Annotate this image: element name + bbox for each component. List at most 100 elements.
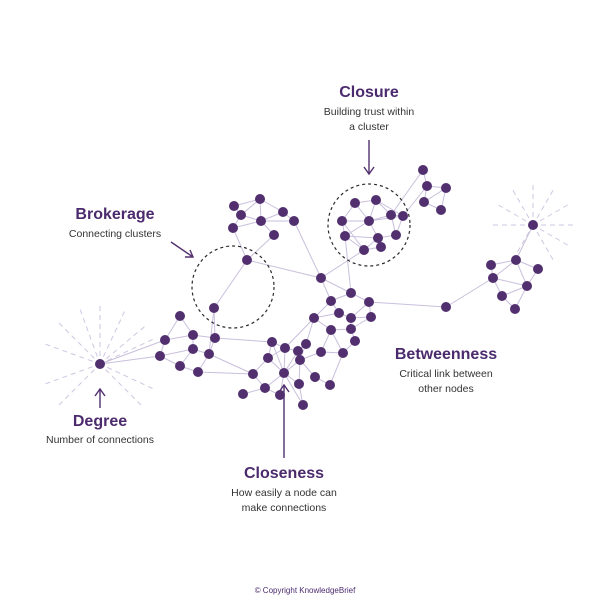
brokerage-arrow — [170, 241, 195, 258]
degree-node — [95, 359, 105, 369]
closeness-arrow — [278, 383, 290, 458]
closure-arrow — [363, 140, 375, 176]
closure-desc-line2: a cluster — [349, 121, 389, 133]
betweenness-desc-line2: other nodes — [418, 383, 473, 395]
network-edge — [293, 220, 322, 279]
network-node — [260, 383, 270, 393]
degree-ray — [58, 369, 95, 406]
network-edge — [341, 220, 365, 251]
network-edge — [214, 337, 273, 343]
network-node — [278, 207, 288, 217]
network-node — [193, 367, 203, 377]
hub-ray — [498, 204, 527, 222]
network-node — [350, 198, 360, 208]
degree-ray — [102, 311, 125, 357]
network-node — [371, 195, 381, 205]
network-node — [391, 230, 401, 240]
network-node — [316, 347, 326, 357]
network-node — [528, 220, 538, 230]
hub-ray — [536, 231, 554, 260]
network-node — [522, 281, 532, 291]
network-node — [346, 324, 356, 334]
network-node — [338, 348, 348, 358]
network-edge — [445, 277, 494, 308]
brokerage-desc: Connecting clusters — [69, 228, 161, 240]
network-node — [263, 353, 273, 363]
closure-desc-line1: Building trust within — [324, 106, 415, 118]
network-edge — [284, 317, 315, 349]
network-node — [160, 335, 170, 345]
hub-ray — [512, 190, 530, 219]
network-node — [279, 368, 289, 378]
network-node — [293, 346, 303, 356]
betweenness-desc-line1: Critical link between — [399, 368, 493, 380]
hub-ray — [539, 204, 568, 222]
network-node — [229, 201, 239, 211]
network-node — [236, 210, 246, 220]
network-node — [188, 330, 198, 340]
network-node — [418, 165, 428, 175]
betweenness-title: Betweenness — [395, 346, 497, 363]
network-node — [346, 313, 356, 323]
network-node — [350, 336, 360, 346]
network-node — [366, 312, 376, 322]
network-node — [364, 297, 374, 307]
degree-ray — [58, 322, 95, 359]
network-node — [510, 304, 520, 314]
network-node — [155, 351, 165, 361]
network-node — [256, 216, 266, 226]
network-node — [316, 273, 326, 283]
closeness-desc-line2: make connections — [242, 502, 327, 514]
degree-ray — [105, 369, 142, 406]
network-edge — [368, 215, 404, 222]
network-node — [209, 303, 219, 313]
network-node — [386, 210, 396, 220]
network-node — [188, 344, 198, 354]
network-edge — [208, 353, 254, 375]
network-node — [289, 216, 299, 226]
network-node — [398, 211, 408, 221]
copyright-text: © Copyright KnowledgeBrief — [255, 586, 356, 595]
hub-ray — [536, 190, 554, 219]
network-node — [301, 339, 311, 349]
network-edge — [515, 224, 534, 261]
network-nodes — [95, 165, 543, 410]
network-edge — [99, 339, 166, 365]
network-node — [204, 349, 214, 359]
network-node — [511, 255, 521, 265]
degree-ray — [79, 309, 98, 357]
network-node — [295, 355, 305, 365]
degree-ray — [105, 326, 145, 360]
network-edge — [208, 307, 215, 355]
brokerage-title: Brokerage — [75, 206, 154, 223]
network-node — [326, 325, 336, 335]
network-edge — [159, 348, 194, 357]
network-node — [242, 255, 252, 265]
network-edge — [390, 169, 424, 216]
network-edge — [213, 307, 216, 339]
network-node — [309, 313, 319, 323]
network-node — [175, 361, 185, 371]
network-node — [325, 380, 335, 390]
network-node — [441, 183, 451, 193]
degree-ray — [45, 366, 93, 385]
network-node — [210, 333, 220, 343]
network-edge — [344, 235, 379, 239]
degree-arrow — [94, 387, 106, 408]
network-node — [359, 245, 369, 255]
network-node — [497, 291, 507, 301]
network-node — [269, 230, 279, 240]
degree-desc: Number of connections — [46, 434, 154, 446]
network-edge — [213, 259, 248, 309]
network-node — [441, 302, 451, 312]
closure-title: Closure — [339, 84, 399, 101]
network-edge — [320, 277, 352, 294]
network-node — [488, 273, 498, 283]
network-edge — [271, 341, 285, 374]
network-edge — [197, 371, 254, 375]
degree-title: Degree — [73, 413, 127, 430]
network-node — [486, 260, 496, 270]
network-node — [334, 308, 344, 318]
network-node — [267, 337, 277, 347]
network-edge — [99, 355, 161, 365]
